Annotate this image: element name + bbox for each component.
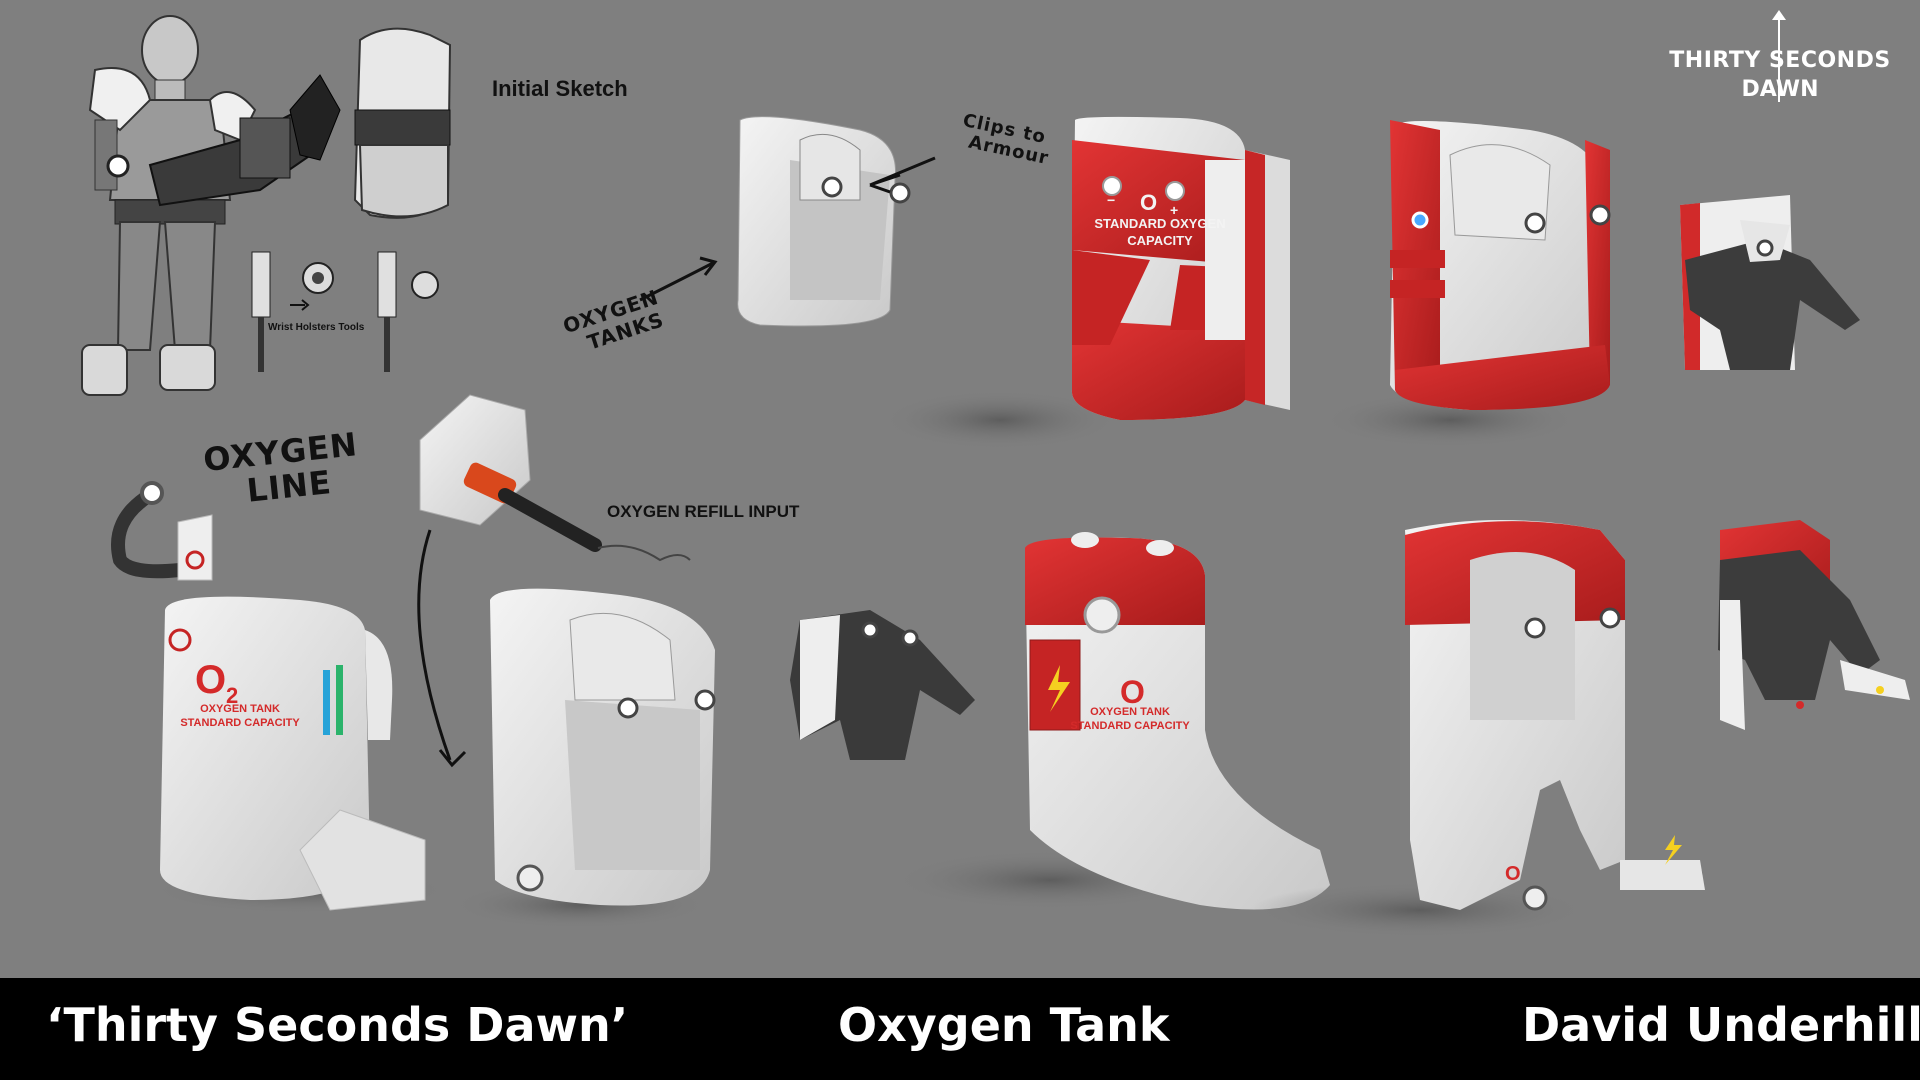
tank-o2-sub: 2 bbox=[226, 683, 238, 708]
wrist-tools-sketch bbox=[251, 251, 439, 372]
red-legs-tank: O bbox=[1250, 520, 1705, 938]
tank-o2-mark: O bbox=[195, 658, 226, 702]
white-oxygen-tank: O 2 OXYGEN TANK STANDARD CAPACITY bbox=[150, 596, 450, 914]
logo-arrow-head bbox=[1772, 10, 1786, 20]
white-tank-label-2: STANDARD CAPACITY bbox=[180, 717, 300, 729]
red-top-tank-on-jacket bbox=[1718, 520, 1910, 730]
concept-art: O 2 OXYGEN TANK STANDARD CAPACITY bbox=[81, 15, 1910, 938]
legs-tank-o2: O bbox=[1505, 863, 1521, 885]
wrist-holsters-label: Wrist Holsters Tools bbox=[268, 322, 365, 333]
top-tank-label-2: STANDARD CAPACITY bbox=[1070, 720, 1190, 732]
backpack-sketch bbox=[353, 27, 452, 219]
white-tank-on-jacket bbox=[790, 610, 975, 760]
thirty-seconds-dawn-logo: THIRTY SECONDS DAWN bbox=[1660, 10, 1900, 122]
top-tank-label-1: OXYGEN TANK bbox=[1090, 706, 1170, 718]
red-tank-label-2: CAPACITY bbox=[1127, 233, 1193, 248]
top-tank-o2: O bbox=[1120, 674, 1145, 710]
logo-arrow-line bbox=[1778, 16, 1780, 102]
concept-sheet: O 2 OXYGEN TANK STANDARD CAPACITY bbox=[81, 10, 1910, 938]
footer-piece-title: Oxygen Tank bbox=[838, 998, 1170, 1052]
white-back-tank bbox=[450, 588, 716, 929]
red-top-tank: OXYGEN TANK STANDARD CAPACITY O bbox=[890, 532, 1330, 910]
refill-input-piece bbox=[417, 394, 691, 768]
character-sketch bbox=[81, 15, 341, 396]
footer-bar: ‘Thirty Seconds Dawn’ Oxygen Tank David … bbox=[0, 978, 1920, 1080]
initial-sketch-label: Initial Sketch bbox=[492, 76, 628, 101]
red-tank-o2: O bbox=[1140, 190, 1157, 215]
red-tank-label-1: STANDARD OXYGEN bbox=[1094, 216, 1225, 231]
red-tank-plus: + bbox=[1170, 202, 1178, 218]
logo-line-1: THIRTY SECONDS bbox=[1669, 48, 1891, 73]
footer-artist-name: David Underhill bbox=[1522, 998, 1920, 1052]
footer-project-title: ‘Thirty Seconds Dawn’ bbox=[46, 998, 629, 1052]
red-back-tank bbox=[1320, 120, 1611, 448]
oxygen-refill-input-label: OXYGEN REFILL INPUT bbox=[607, 502, 800, 521]
red-front-tank bbox=[880, 116, 1290, 450]
logo-line-2: DAWN bbox=[1660, 77, 1900, 102]
white-tank-clip-view bbox=[639, 116, 936, 327]
white-tank-label-1: OXYGEN TANK bbox=[200, 703, 280, 715]
red-tank-on-jacket bbox=[1680, 195, 1860, 370]
oxygen-line-detail bbox=[111, 481, 213, 581]
red-tank-minus: − bbox=[1107, 192, 1115, 208]
